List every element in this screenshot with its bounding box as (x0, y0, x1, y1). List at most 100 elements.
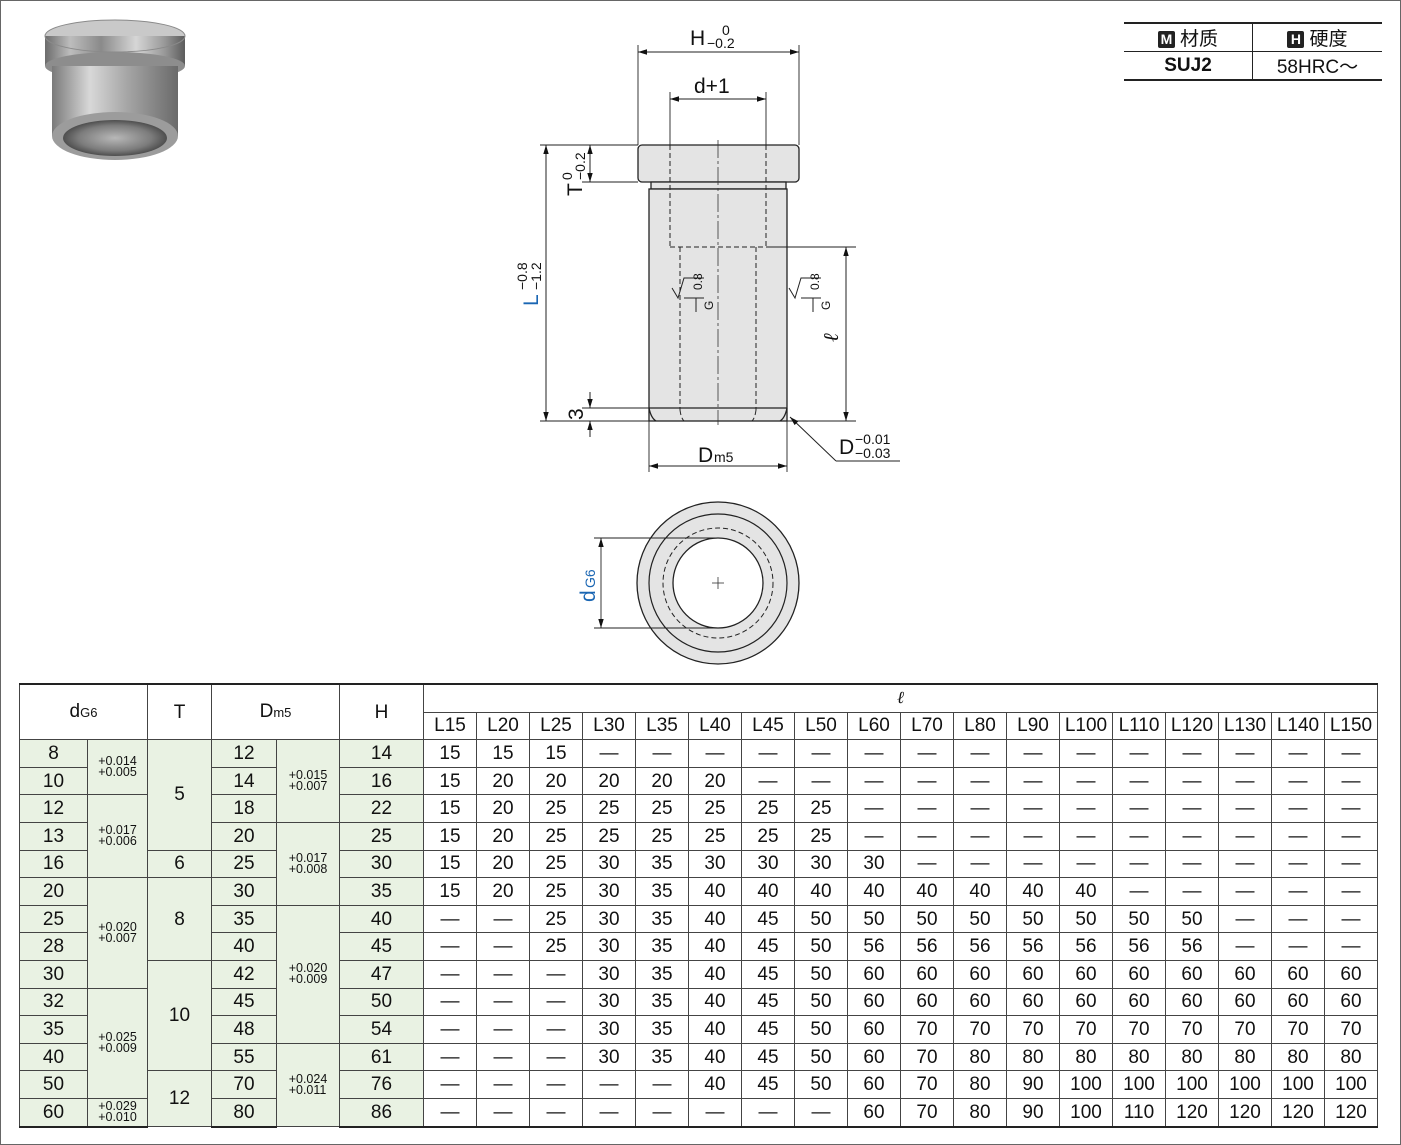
cell-ell: — (1006, 739, 1060, 768)
cell-ell: — (741, 766, 795, 796)
cell-ell: 40 (688, 1015, 742, 1044)
cell-ell: 25 (794, 821, 848, 851)
cell-ell: 100 (1271, 1070, 1325, 1099)
cell-ell: — (1271, 821, 1325, 851)
cell-ell: 45 (741, 1070, 795, 1099)
hardness-value: 58HRC～ (1252, 51, 1382, 81)
cell-ell: — (1059, 739, 1113, 768)
cell-H: 25 (339, 821, 424, 851)
cell-ell: 15 (423, 794, 477, 823)
cell-ell: — (1165, 877, 1219, 906)
cell-ell: 25 (529, 849, 583, 879)
cell-ell: 70 (900, 1097, 954, 1128)
cell-H: 22 (339, 794, 424, 823)
header-L-col: L80 (953, 711, 1007, 741)
cell-ell: — (953, 766, 1007, 796)
cell-ell: 56 (1059, 932, 1113, 961)
cell-ell: — (953, 821, 1007, 851)
cell-ell: 50 (1165, 904, 1219, 934)
header-L-col: L150 (1324, 711, 1378, 741)
cell-ell: 40 (688, 1042, 742, 1072)
cell-ell: — (1271, 877, 1325, 906)
cell-ell: 50 (900, 904, 954, 934)
cell-ell: 35 (635, 1042, 689, 1072)
cell-ell: 25 (635, 794, 689, 823)
header-L-col: L100 (1059, 711, 1113, 741)
surface-finish-inner (671, 277, 704, 312)
cell-ell: 30 (847, 849, 901, 879)
cell-d-tol: +0.020+0.007 (87, 877, 148, 989)
cell-ell: 40 (1059, 877, 1113, 906)
cell-ell: — (1324, 904, 1378, 934)
cell-ell: — (1112, 739, 1166, 768)
cell-ell: 40 (688, 1070, 742, 1099)
svg-text:0.8: 0.8 (691, 273, 705, 290)
cell-ell: 60 (900, 987, 954, 1017)
cell-ell: — (582, 1097, 636, 1128)
cell-ell: — (1218, 794, 1272, 823)
cell-ell: — (900, 794, 954, 823)
header-L-col: L70 (900, 711, 954, 741)
cell-ell: 60 (1324, 987, 1378, 1017)
cell-ell: 70 (953, 1015, 1007, 1044)
cell-ell: 45 (741, 1015, 795, 1044)
cell-ell: 25 (688, 794, 742, 823)
header-T: T (147, 683, 212, 741)
cell-ell: — (1112, 877, 1166, 906)
cell-ell: 50 (794, 1015, 848, 1044)
header-D: Dm5 (211, 683, 340, 741)
cell-d: 20 (19, 877, 88, 906)
header-L-col: L15 (423, 711, 477, 741)
cell-ell: 15 (476, 739, 530, 768)
cell-ell: 40 (953, 877, 1007, 906)
cell-ell: — (794, 766, 848, 796)
header-L-col: L90 (1006, 711, 1060, 741)
cell-ell: — (1271, 739, 1325, 768)
cell-ell: 50 (794, 1070, 848, 1099)
cell-ell: 120 (1271, 1097, 1325, 1128)
cell-d: 32 (19, 987, 88, 1017)
cell-ell: 30 (582, 849, 636, 879)
cell-ell: 45 (741, 959, 795, 989)
cell-ell: 100 (1218, 1070, 1272, 1099)
material-value: SUJ2 (1124, 51, 1253, 81)
header-L-col: L60 (847, 711, 901, 741)
cell-ell: 40 (900, 877, 954, 906)
cell-ell: — (582, 739, 636, 768)
technical-drawing: H 0 −0.2 d+1 T 0 −0.2 L −0.8 −1.2 3 ℓ D … (514, 22, 900, 665)
cell-ell: 80 (1218, 1042, 1272, 1072)
cell-ell: 60 (953, 987, 1007, 1017)
cell-ell: 25 (582, 821, 636, 851)
cell-ell: 56 (953, 932, 1007, 961)
cell-D: 20 (211, 821, 277, 851)
cell-ell: 56 (847, 932, 901, 961)
cell-ell: — (1006, 849, 1060, 879)
cell-ell: — (900, 766, 954, 796)
dim-T-tol-lower: −0.2 (572, 152, 588, 180)
cell-d: 60 (19, 1097, 88, 1128)
cell-ell: 25 (529, 904, 583, 934)
header-d: dG6 (19, 683, 148, 741)
cell-ell: 60 (1112, 987, 1166, 1017)
cell-ell: — (741, 739, 795, 768)
cell-ell: — (794, 739, 848, 768)
cell-d-tol: +0.014+0.005 (87, 739, 148, 796)
cell-D: 12 (211, 739, 277, 768)
cell-ell: 80 (1324, 1042, 1378, 1072)
cell-ell: 25 (688, 821, 742, 851)
cell-ell: — (1165, 766, 1219, 796)
cell-ell: 50 (1006, 904, 1060, 934)
header-L-col: L20 (476, 711, 530, 741)
cell-ell: — (1324, 794, 1378, 823)
cell-ell: 50 (1112, 904, 1166, 934)
cell-ell: 70 (900, 1070, 954, 1099)
cell-ell: — (1165, 821, 1219, 851)
cell-ell: 60 (1218, 987, 1272, 1017)
cell-ell: — (1112, 766, 1166, 796)
